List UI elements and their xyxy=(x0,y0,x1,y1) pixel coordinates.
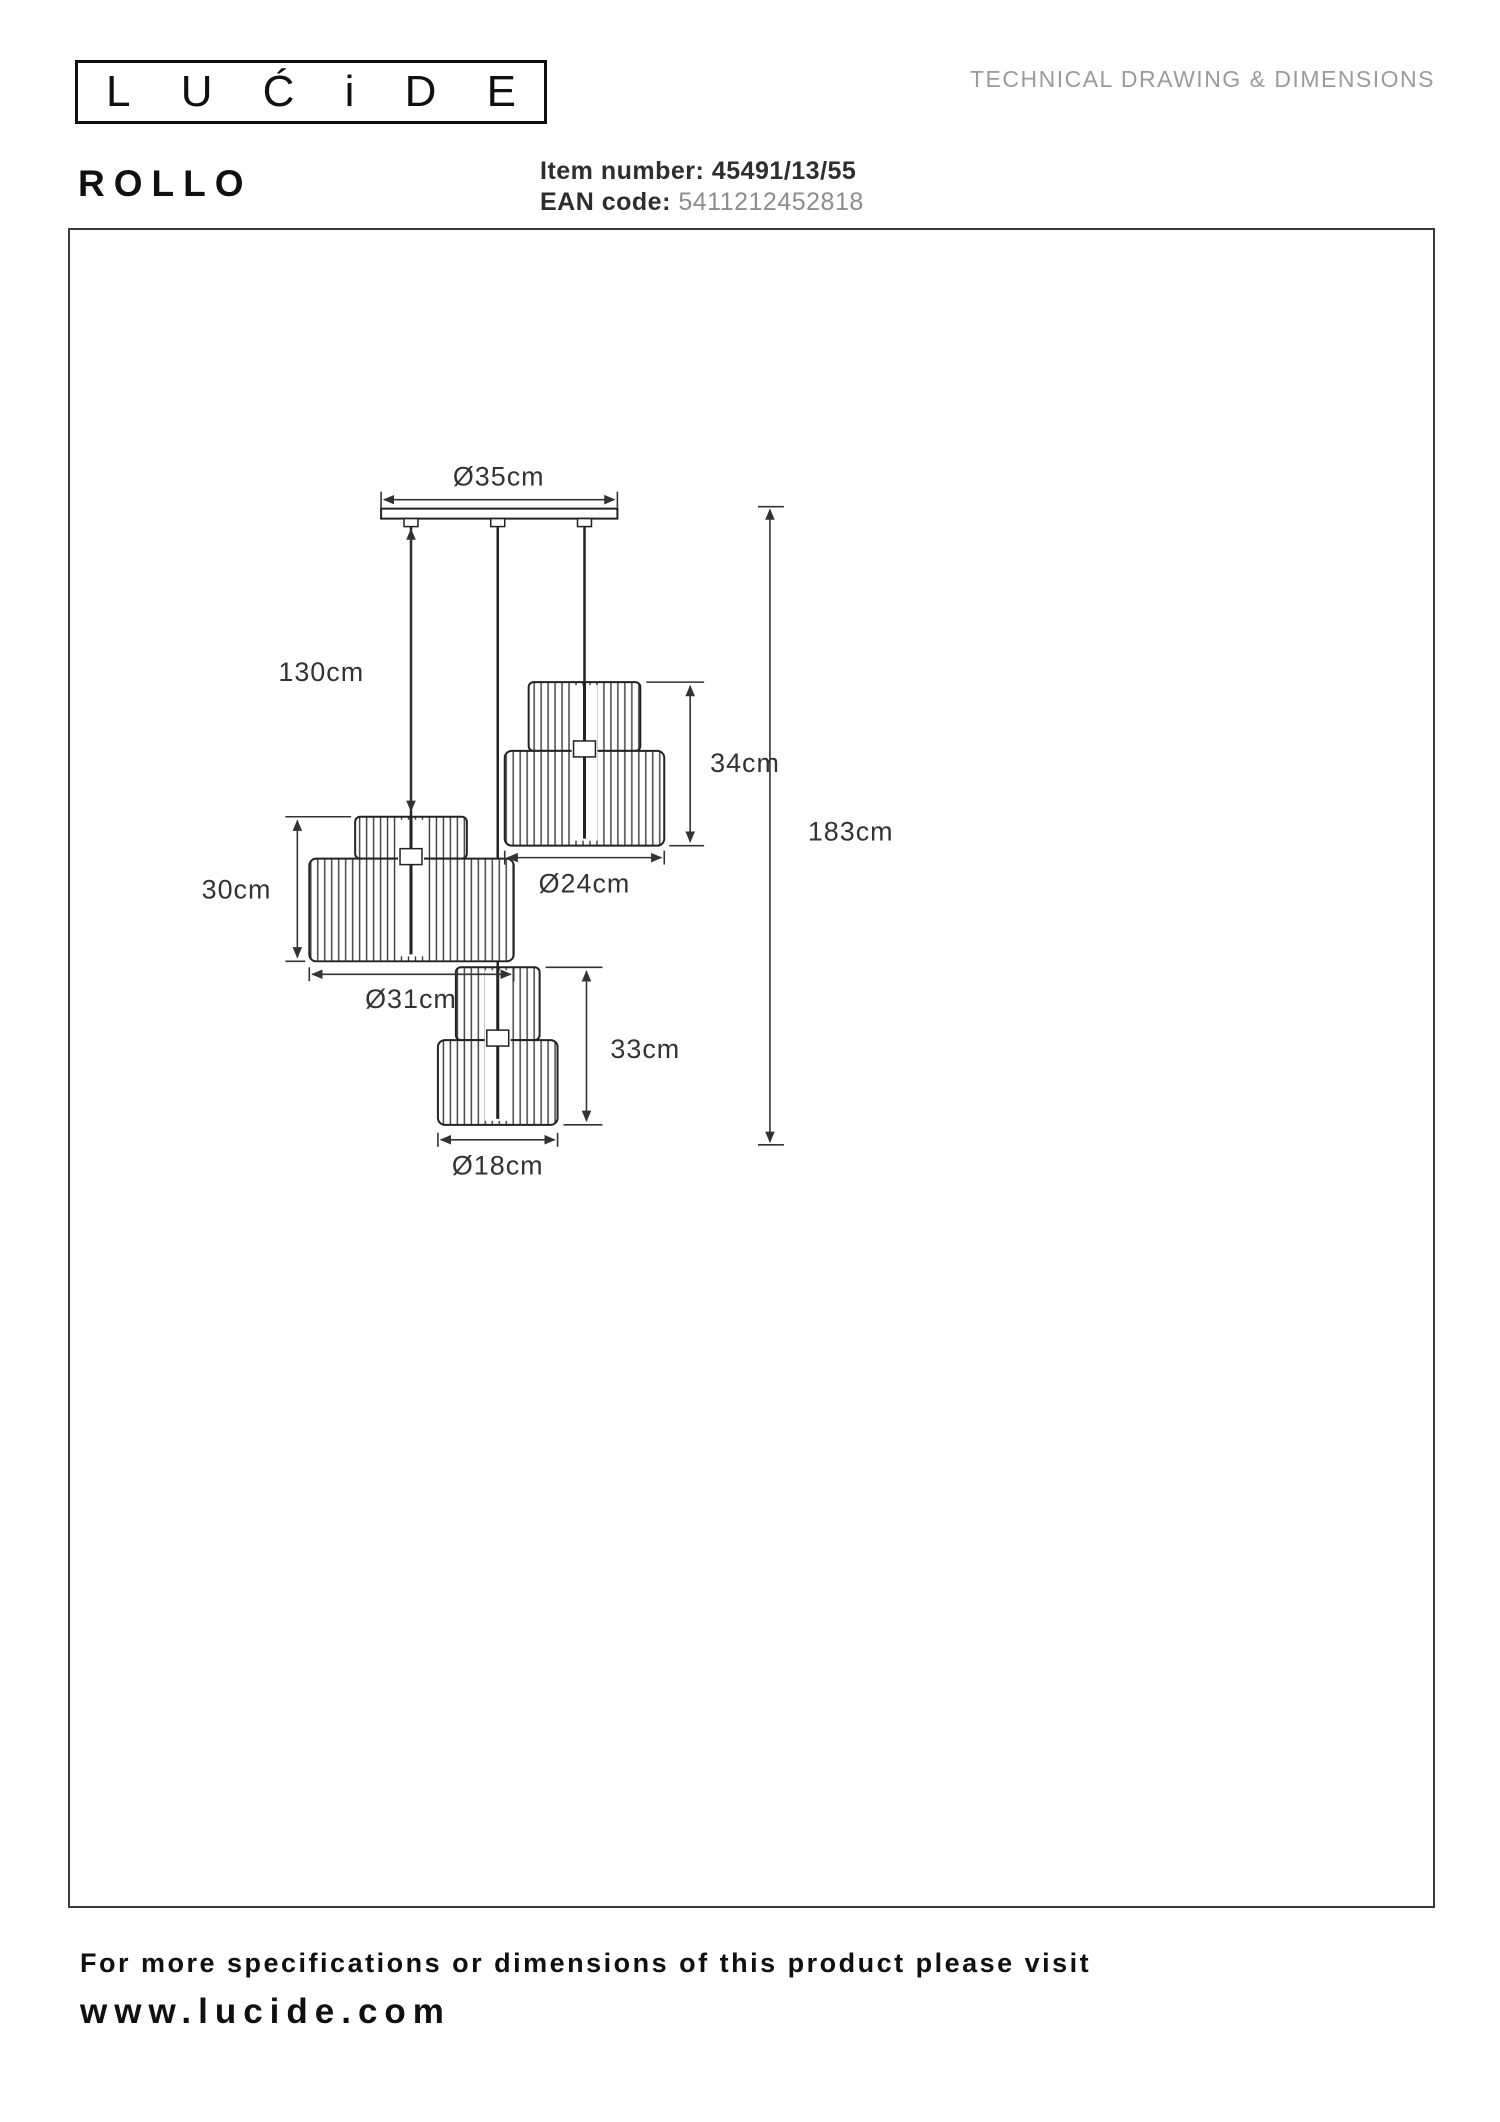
logo-letter: L xyxy=(106,67,131,116)
ean-value: 5411212452818 xyxy=(678,188,864,216)
dimension-total-height xyxy=(757,505,784,1146)
dimension-left-lamp-height xyxy=(285,815,352,963)
dim-label-total-height: 183cm xyxy=(808,817,894,847)
drawing-frame: Ø35cm 130cm 34cm 183cm 30cm Ø24cm Ø31cm … xyxy=(68,228,1435,1908)
ean-row: EAN code: 5411212452818 xyxy=(540,187,864,218)
item-number-value: 45491/13/55 xyxy=(711,157,857,185)
product-meta: Item number: 45491/13/55 EAN code: 54112… xyxy=(540,156,864,218)
technical-drawing: Ø35cm 130cm 34cm 183cm 30cm Ø24cm Ø31cm … xyxy=(202,462,894,1181)
logo-letter: D xyxy=(404,67,437,116)
pendant-right xyxy=(503,681,666,847)
logo-letter: E xyxy=(486,67,516,116)
dimension-bottom-lamp-height xyxy=(545,966,603,1126)
footer-note: For more specifications or dimensions of… xyxy=(80,1948,1092,1978)
dimension-lines xyxy=(285,491,784,1147)
dim-label-bottom-lamp-height: 33cm xyxy=(610,1034,680,1064)
pendant-bottom xyxy=(436,966,559,1126)
dim-label-right-lamp-height: 34cm xyxy=(710,748,780,778)
lucide-logo: L U Ć i D E xyxy=(75,60,547,124)
dim-label-left-lamp-height: 30cm xyxy=(202,874,272,904)
dimension-bottom-lamp-diameter xyxy=(437,1132,559,1147)
dim-label-right-lamp-diameter: Ø24cm xyxy=(539,869,631,899)
item-number-label: Item number: xyxy=(540,157,705,185)
item-number-row: Item number: 45491/13/55 xyxy=(540,156,864,187)
logo-letter: U xyxy=(180,67,213,116)
ean-label: EAN code: xyxy=(540,188,671,216)
dimension-canopy-diameter xyxy=(380,491,619,508)
dim-label-left-lamp-diameter: Ø31cm xyxy=(365,984,457,1014)
pendant-left xyxy=(308,815,515,963)
document-type-label: TECHNICAL DRAWING & DIMENSIONS xyxy=(970,66,1435,92)
dim-label-cord-length: 130cm xyxy=(278,657,364,687)
logo-letter: i xyxy=(344,67,355,116)
product-name: ROLLO xyxy=(78,163,253,204)
dim-label-bottom-lamp-diameter: Ø18cm xyxy=(452,1151,544,1181)
dimension-left-lamp-diameter xyxy=(308,967,515,982)
dimension-right-lamp-diameter xyxy=(503,850,666,865)
logo-letter: Ć xyxy=(262,67,295,116)
dimension-right-lamp-height xyxy=(646,681,705,847)
dim-label-canopy-diameter: Ø35cm xyxy=(453,462,545,492)
website-link[interactable]: www.lucide.com xyxy=(80,1992,451,2031)
dimension-labels: Ø35cm 130cm 34cm 183cm 30cm Ø24cm Ø31cm … xyxy=(202,462,894,1181)
ceiling-canopy xyxy=(380,507,619,528)
